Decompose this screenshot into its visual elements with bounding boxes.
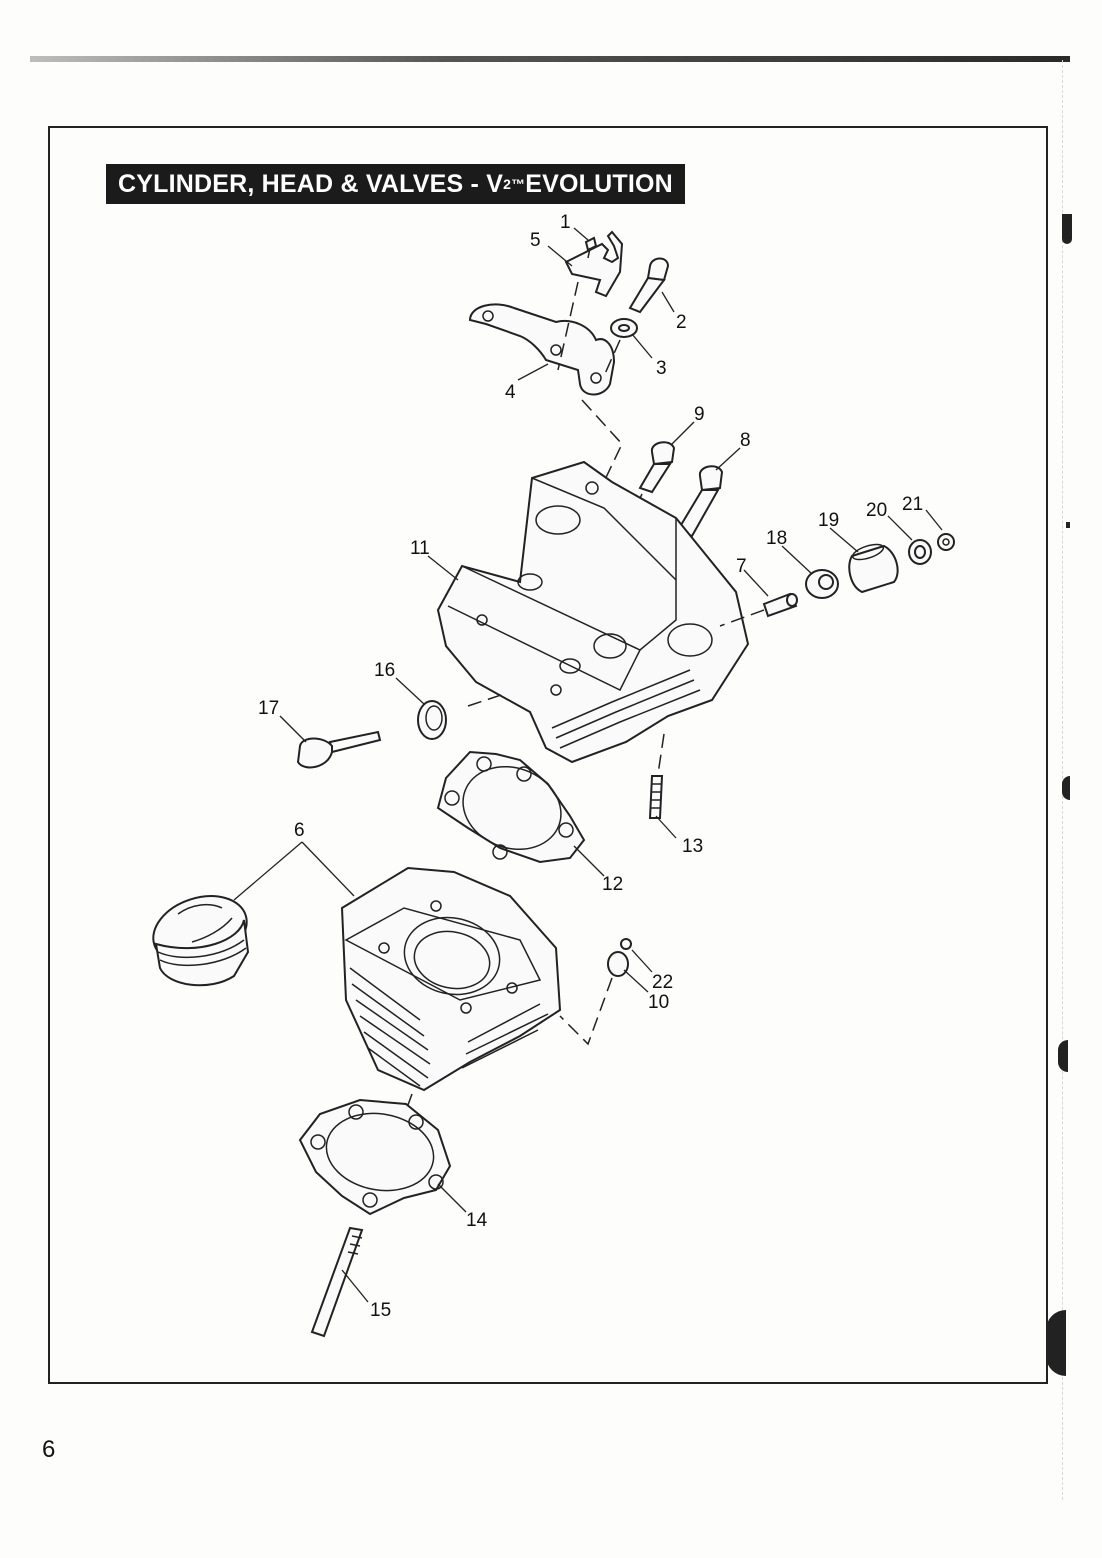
callout-6: 6 xyxy=(294,820,305,841)
part-8-long-pin xyxy=(676,465,724,538)
part-4-mount-bracket xyxy=(468,303,616,396)
part-14-base-gasket xyxy=(298,1098,452,1216)
callout-5: 5 xyxy=(530,230,541,251)
callout-22: 22 xyxy=(652,972,673,993)
callout-10: 10 xyxy=(648,992,669,1013)
title-prefix: CYLINDER, HEAD & VALVES - V xyxy=(118,169,504,198)
callout-11: 11 xyxy=(410,538,430,559)
part-11-cylinder-head xyxy=(436,460,750,764)
callout-12: 12 xyxy=(602,874,623,895)
part-16-valve-seal xyxy=(417,700,447,740)
binding-mark xyxy=(1066,522,1070,528)
callout-16: 16 xyxy=(374,660,395,681)
callout-20: 20 xyxy=(866,500,887,521)
part-7-valve-guide xyxy=(762,592,798,618)
part-2-bolt xyxy=(628,257,670,314)
part-3-washer xyxy=(610,318,638,338)
callout-7: 7 xyxy=(736,556,747,577)
part-12-head-gasket xyxy=(436,750,586,864)
page-number: 6 xyxy=(42,1436,56,1463)
top-rule xyxy=(30,56,1070,62)
callout-19: 19 xyxy=(818,510,839,531)
part-1-screw xyxy=(584,236,598,259)
callout-17: 17 xyxy=(258,698,279,719)
callout-14: 14 xyxy=(466,1210,488,1231)
title-suffix: EVOLUTION xyxy=(525,169,673,198)
part-17-valve xyxy=(296,730,382,769)
part-10-dowel xyxy=(607,951,629,977)
part-6-piston xyxy=(152,895,250,987)
part-15-cylinder-stud xyxy=(310,1226,364,1338)
part-18-spring-seat xyxy=(805,569,839,599)
title-superscript: 2™ xyxy=(503,176,526,192)
callout-18: 18 xyxy=(766,528,787,549)
part-5-bracket xyxy=(564,230,624,298)
part-9-pin xyxy=(638,441,676,494)
callout-15: 15 xyxy=(370,1300,391,1321)
binding-mark xyxy=(1062,776,1070,800)
part-19-valve-spring xyxy=(848,543,899,594)
callout-13: 13 xyxy=(682,836,703,857)
callout-3: 3 xyxy=(656,358,667,379)
part-22-o-ring xyxy=(620,938,632,950)
callout-2: 2 xyxy=(676,312,687,333)
part-21-keeper xyxy=(937,533,955,551)
callout-9: 9 xyxy=(694,404,705,425)
callout-1: 1 xyxy=(560,212,571,233)
callout-8: 8 xyxy=(740,430,751,451)
callout-4: 4 xyxy=(505,382,516,403)
cylinder-barrel xyxy=(340,866,562,1092)
binding-mark xyxy=(1046,1310,1066,1376)
part-20-retainer xyxy=(908,539,932,565)
callout-21: 21 xyxy=(902,494,923,515)
diagram-frame xyxy=(48,126,1048,1384)
binding-mark xyxy=(1062,214,1072,244)
part-13-stud xyxy=(648,775,664,819)
binding-mark xyxy=(1058,1040,1068,1072)
